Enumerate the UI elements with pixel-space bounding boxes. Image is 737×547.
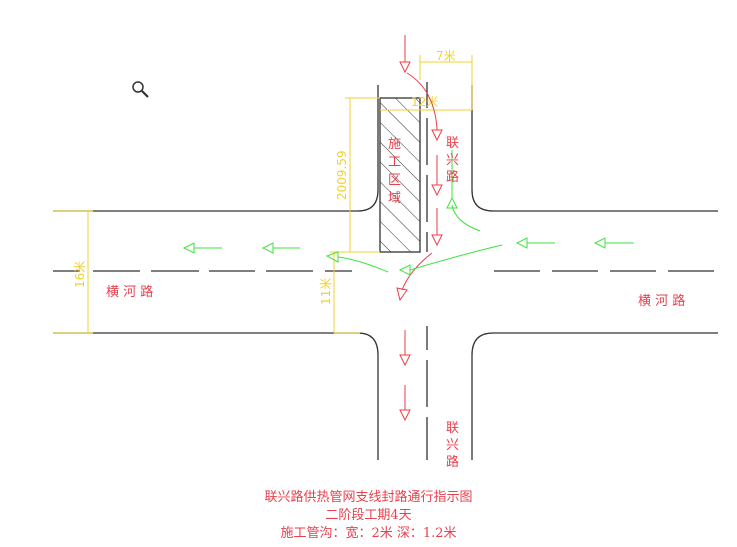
- svg-text:联: 联: [446, 421, 459, 436]
- dimension-lines: [53, 55, 473, 334]
- svg-text:兴: 兴: [446, 438, 459, 453]
- westbound-arrows: [182, 150, 634, 276]
- svg-text:工: 工: [388, 155, 401, 170]
- dim-height: 2009.59: [335, 150, 349, 200]
- zone-label: 施 工 区 域: [388, 137, 401, 206]
- caption-trench: 施工管沟：宽：2米 深：1.2米: [280, 526, 457, 541]
- road-label-west: 横 河 路: [106, 284, 153, 300]
- caption-duration: 二阶段工期4天: [325, 508, 412, 523]
- construction-zone: [379, 97, 421, 253]
- caption-title: 联兴路供热管网支线封路通行指示图: [264, 490, 473, 505]
- road-label-north: 联 兴 路: [446, 136, 459, 185]
- dim-16m: 16米: [73, 261, 87, 288]
- road-label-south: 联 兴 路: [446, 421, 459, 470]
- magnifier-icon[interactable]: [132, 81, 149, 98]
- dim-11m: 11米: [319, 278, 333, 305]
- svg-text:路: 路: [446, 454, 459, 470]
- dim-12m: 12米: [411, 95, 438, 109]
- road-label-east: 横 河 路: [638, 293, 685, 309]
- svg-text:兴: 兴: [446, 153, 459, 168]
- svg-text:施: 施: [388, 137, 401, 152]
- svg-text:区: 区: [388, 173, 401, 188]
- dim-7m: 7米: [436, 49, 456, 63]
- southbound-arrows: [396, 35, 443, 422]
- svg-text:路: 路: [446, 169, 459, 185]
- svg-text:联: 联: [446, 136, 459, 151]
- svg-text:域: 域: [388, 191, 401, 206]
